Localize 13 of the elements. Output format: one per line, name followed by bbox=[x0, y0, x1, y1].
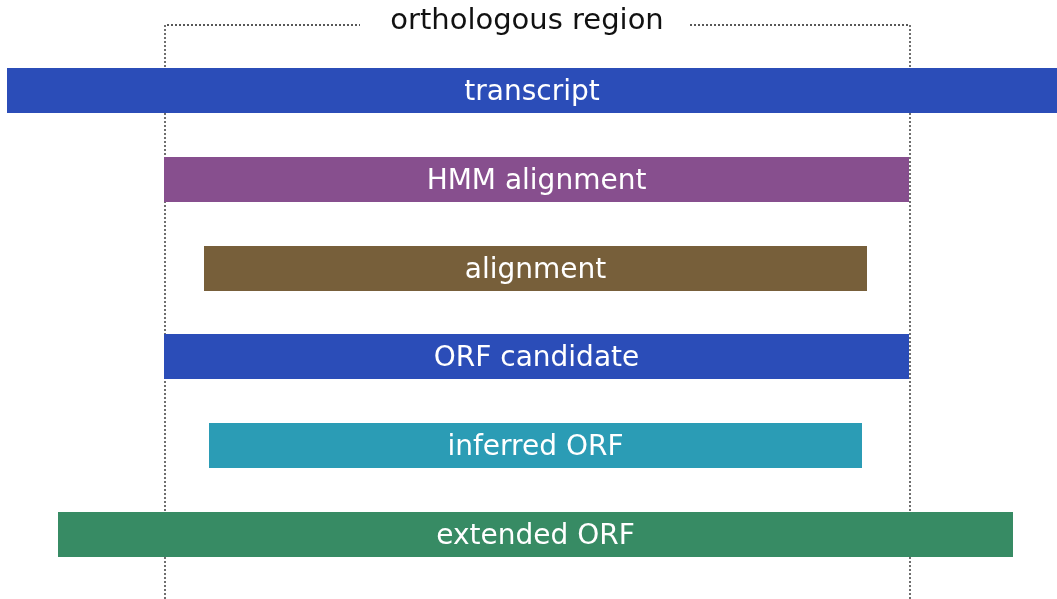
bar-label: HMM alignment bbox=[426, 163, 647, 196]
bar bbox=[204, 246, 867, 291]
bar-label: extended ORF bbox=[436, 518, 635, 551]
bar-label: transcript bbox=[464, 74, 600, 107]
bar bbox=[7, 68, 1057, 113]
bar bbox=[164, 334, 909, 379]
bar bbox=[164, 157, 909, 202]
region-label: orthologous region bbox=[389, 2, 665, 36]
bar-label: ORF candidate bbox=[433, 340, 640, 373]
bar bbox=[58, 512, 1013, 557]
bar-label: inferred ORF bbox=[447, 429, 624, 462]
bar-label: alignment bbox=[464, 252, 607, 285]
bar bbox=[209, 423, 862, 468]
